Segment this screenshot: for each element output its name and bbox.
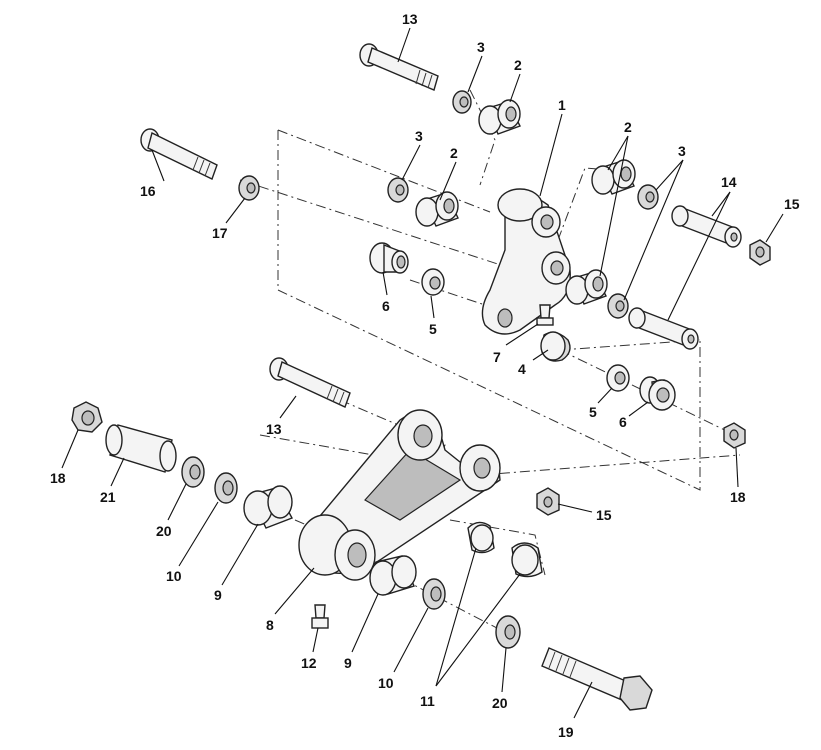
label-18-left: 18 <box>50 470 66 486</box>
label-14: 14 <box>721 174 737 190</box>
washer-17 <box>238 175 260 201</box>
label-15-lower: 15 <box>596 507 612 523</box>
spacer-6-lower <box>639 376 676 411</box>
bearing-11-b <box>511 542 543 578</box>
washer-20-left <box>181 456 205 488</box>
label-15-upper: 15 <box>784 196 800 212</box>
bush-2-right <box>591 159 636 195</box>
bolt-12 <box>311 604 329 629</box>
bush-9-left <box>243 485 293 529</box>
bolt-13-lower <box>269 357 351 408</box>
link-arm-8 <box>298 409 501 581</box>
washer-3-left <box>387 177 409 203</box>
label-20-left: 20 <box>156 523 172 539</box>
washer-3-right <box>637 184 659 210</box>
washer-10-right <box>422 578 446 610</box>
bush-2-top <box>478 99 521 135</box>
part-labels: 13 3 2 1 2 3 2 3 14 15 16 17 6 5 7 4 5 6… <box>50 11 800 740</box>
label-9-left: 9 <box>214 587 222 603</box>
rocker-plate-1 <box>481 188 571 335</box>
label-17: 17 <box>212 225 228 241</box>
label-8: 8 <box>266 617 274 633</box>
label-4: 4 <box>518 361 526 377</box>
bolt-13-upper <box>359 43 439 91</box>
label-20-right: 20 <box>492 695 508 711</box>
label-3-left: 3 <box>415 128 423 144</box>
bush-2-mid <box>415 191 459 227</box>
bearing-4 <box>540 331 571 362</box>
label-13-top: 13 <box>402 11 418 27</box>
nut-15-lower <box>536 487 560 516</box>
label-6-upper: 6 <box>382 298 390 314</box>
washer-3-lower-right <box>607 293 629 319</box>
label-18-right: 18 <box>730 489 746 505</box>
label-1: 1 <box>558 97 566 113</box>
bolt-19 <box>541 647 653 711</box>
label-2-mid: 2 <box>450 145 458 161</box>
bush-5-upper <box>421 268 445 296</box>
nut-18-right <box>723 422 746 449</box>
nut-18-left <box>71 401 103 433</box>
label-21: 21 <box>100 489 116 505</box>
washer-20-right <box>495 615 521 649</box>
label-5-lower: 5 <box>589 404 597 420</box>
label-13-lower: 13 <box>266 421 282 437</box>
label-10-right: 10 <box>378 675 394 691</box>
washer-10-left <box>214 472 238 504</box>
label-7: 7 <box>493 349 501 365</box>
label-9-right: 9 <box>344 655 352 671</box>
grease-nipple-7 <box>536 304 554 326</box>
bush-2-lower-right <box>565 269 608 305</box>
bearing-11-a <box>467 521 495 554</box>
nut-15-upper <box>749 239 771 266</box>
label-6-lower: 6 <box>619 414 627 430</box>
bush-5-lower <box>606 364 630 392</box>
spacer-6-upper <box>369 242 409 274</box>
label-3-right: 3 <box>678 143 686 159</box>
label-12: 12 <box>301 655 317 671</box>
leader-lines <box>61 27 784 719</box>
label-2-top: 2 <box>514 57 522 73</box>
washer-3-top <box>452 90 472 114</box>
label-5-upper: 5 <box>429 321 437 337</box>
label-11: 11 <box>420 693 435 709</box>
bush-9-right <box>369 555 417 596</box>
spacer-14-lower <box>628 307 699 350</box>
spacer-14-upper <box>671 205 742 248</box>
bolt-16 <box>140 128 218 180</box>
label-19: 19 <box>558 724 574 740</box>
label-2-right: 2 <box>624 119 632 135</box>
label-3-top: 3 <box>477 39 485 55</box>
label-16: 16 <box>140 183 156 199</box>
label-10-left: 10 <box>166 568 182 584</box>
sleeve-21 <box>105 424 177 473</box>
